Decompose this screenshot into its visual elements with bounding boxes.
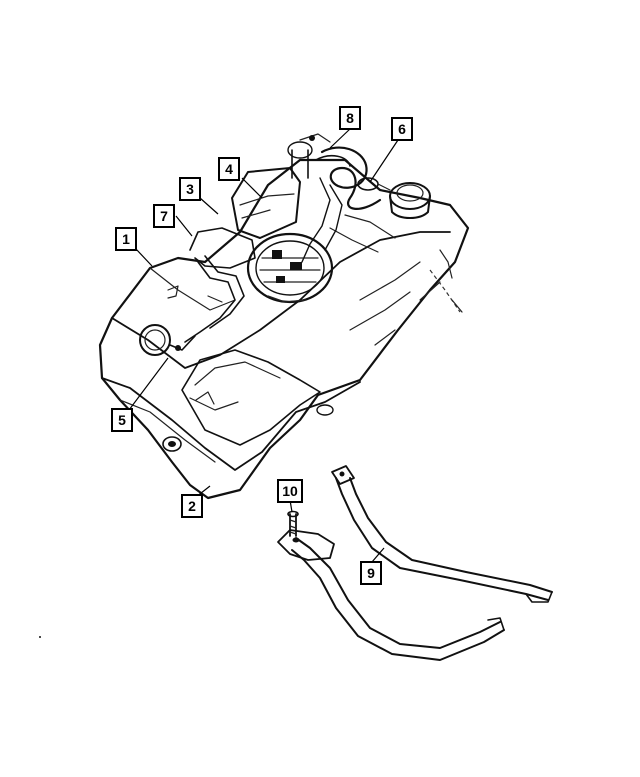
strap-bolt — [287, 510, 299, 537]
callout-6-label: 6 — [398, 121, 406, 137]
leader-3 — [199, 197, 219, 215]
callout-8: 8 — [339, 106, 361, 130]
callout-9: 9 — [360, 561, 382, 585]
leader-1 — [135, 248, 153, 267]
callout-1: 1 — [115, 227, 137, 251]
leader-lines — [128, 127, 399, 563]
vent-hose-assembly — [299, 133, 382, 210]
leader-5 — [128, 357, 169, 411]
fuel-tank-straps — [277, 465, 553, 661]
callout-8-label: 8 — [346, 110, 354, 126]
callout-4-label: 4 — [225, 161, 233, 177]
fuel-gauge-sender — [139, 324, 196, 356]
leader-4 — [241, 177, 263, 199]
callout-7-label: 7 — [160, 208, 168, 224]
leader-9 — [371, 547, 385, 563]
callout-5: 5 — [111, 408, 133, 432]
callout-10: 10 — [277, 479, 303, 503]
callout-6: 6 — [391, 117, 413, 141]
leader-7 — [175, 215, 193, 237]
leader-6 — [369, 139, 399, 183]
fuel-tank — [98, 158, 470, 500]
leader-8 — [329, 127, 352, 149]
fuel-pump-module — [246, 232, 334, 304]
callout-3-label: 3 — [186, 181, 194, 197]
callout-7: 7 — [153, 204, 175, 228]
callout-2: 2 — [181, 494, 203, 518]
stray-dot — [39, 636, 41, 638]
callout-1-label: 1 — [122, 231, 130, 247]
callout-9-label: 9 — [367, 565, 375, 581]
callout-2-label: 2 — [188, 498, 196, 514]
callout-10-label: 10 — [282, 483, 298, 499]
callout-4: 4 — [218, 157, 240, 181]
fuel-lines — [184, 177, 343, 343]
callout-3: 3 — [179, 177, 201, 201]
fuel-filler-cap — [357, 177, 431, 219]
callout-5-label: 5 — [118, 412, 126, 428]
vapor-canister — [231, 141, 313, 239]
